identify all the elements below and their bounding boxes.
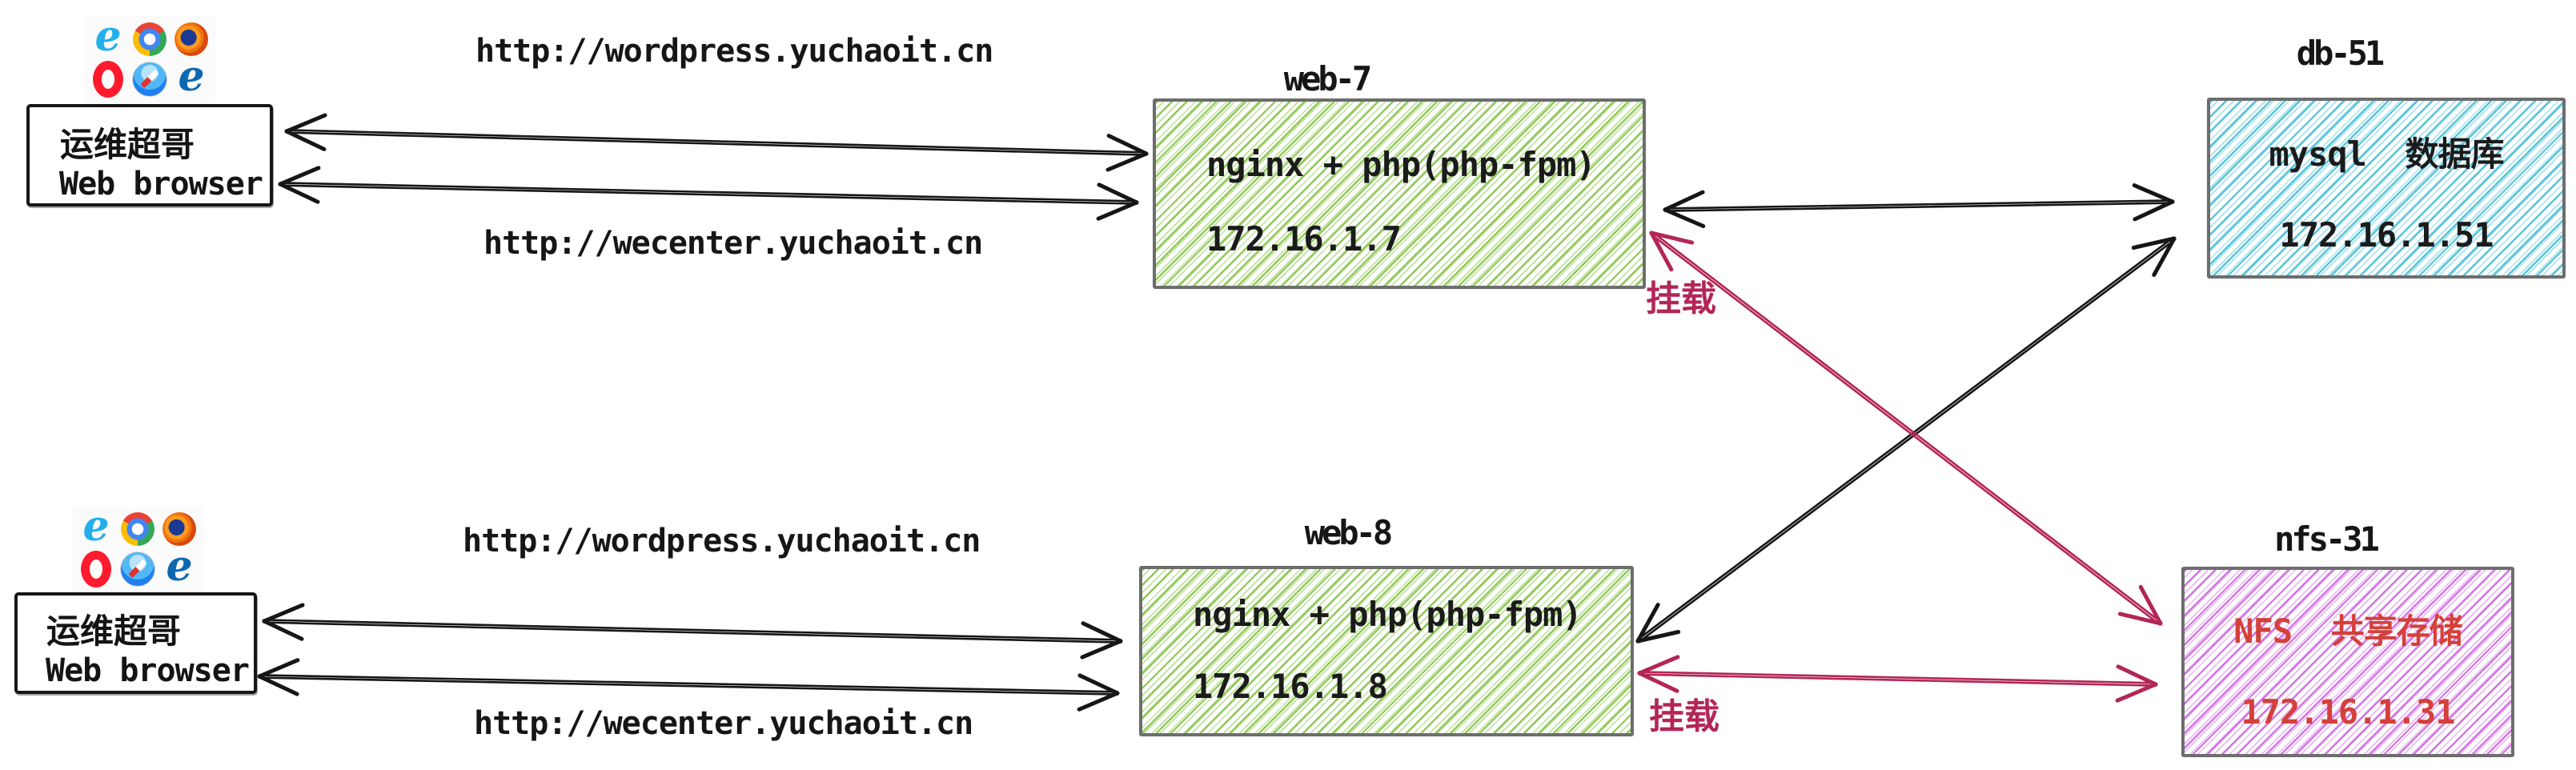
db51-title: db-51 — [2296, 34, 2385, 73]
web7-server-box: nginx + php(php-fpm) 172.16.1.7 — [1153, 98, 1646, 289]
safari-icon — [131, 61, 168, 98]
browser-icons-top: e e — [84, 16, 215, 102]
edge-icon: e — [178, 52, 205, 101]
web8-server-box: nginx + php(php-fpm) 172.16.1.8 — [1139, 566, 1634, 736]
url-wordpress-bottom: http://wordpress.yuchaoit.cn — [463, 523, 981, 559]
nfs31-ip: 172.16.1.31 — [2241, 692, 2455, 732]
safari-icon — [119, 551, 156, 588]
browser-icons-bottom: e e — [72, 506, 203, 592]
client-top-label: Web browser — [59, 166, 263, 203]
db51-ip: 172.16.1.51 — [2279, 215, 2494, 255]
mount-label-web7: 挂载 — [1646, 279, 1716, 319]
client-bottom-name: 运维超哥 — [46, 612, 182, 651]
web7-stack: nginx + php(php-fpm) — [1206, 145, 1596, 184]
client-box-bottom: 运维超哥 Web browser — [14, 592, 257, 694]
ie-icon: e — [94, 12, 122, 61]
web8-ip: 172.16.1.8 — [1193, 667, 1388, 706]
opera-icon — [78, 551, 114, 588]
url-wordpress-top: http://wordpress.yuchaoit.cn — [475, 33, 993, 70]
chrome-icon — [131, 21, 168, 58]
nfs31-server-box: NFS 共享存储 172.16.1.31 — [2181, 567, 2514, 757]
nfs31-title: nfs-31 — [2274, 519, 2380, 559]
web8-title: web-8 — [1304, 513, 1393, 552]
client-bottom-label: Web browser — [46, 652, 250, 689]
firefox-icon — [161, 511, 198, 547]
nfs31-name: NFS 共享存储 — [2233, 612, 2462, 651]
web8-stack: nginx + php(php-fpm) — [1193, 595, 1583, 634]
ie-icon: e — [82, 502, 110, 551]
web7-ip: 172.16.1.7 — [1206, 219, 1402, 259]
client-box-top: 运维超哥 Web browser — [26, 104, 273, 207]
web7-title: web-7 — [1283, 59, 1372, 98]
db51-name: mysql 数据库 — [2269, 134, 2504, 174]
client-top-name: 运维超哥 — [60, 125, 195, 164]
opera-icon — [90, 61, 126, 98]
url-wecenter-bottom: http://wecenter.yuchaoit.cn — [474, 705, 973, 742]
edge-icon: e — [166, 542, 193, 591]
url-wecenter-top: http://wecenter.yuchaoit.cn — [484, 225, 983, 262]
firefox-icon — [173, 21, 210, 58]
chrome-icon — [119, 511, 156, 547]
mount-label-web8: 挂载 — [1649, 696, 1719, 737]
db51-server-box: mysql 数据库 172.16.1.51 — [2207, 98, 2566, 279]
